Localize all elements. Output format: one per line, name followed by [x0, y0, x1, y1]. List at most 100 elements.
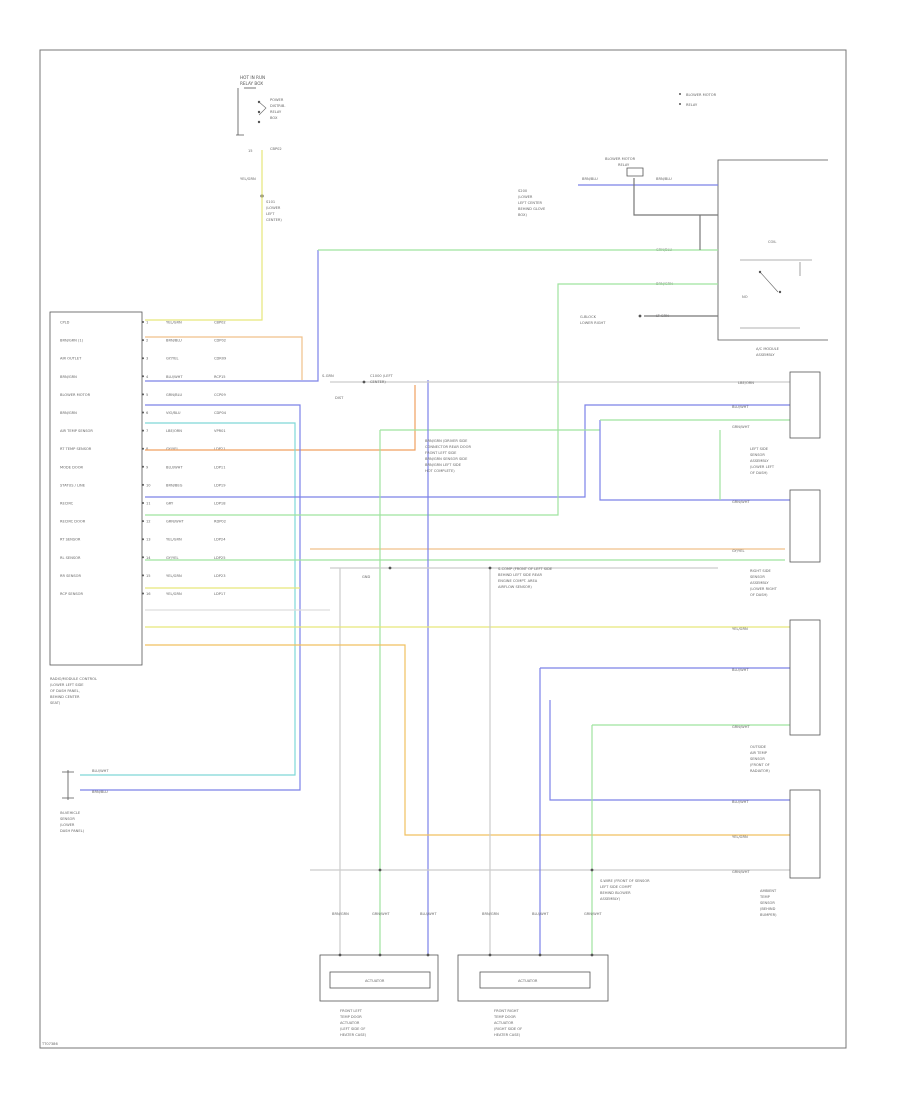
left-pin-label: CPLD — [60, 321, 70, 325]
top-connector-note-3: BOX — [270, 116, 278, 120]
right-sensors: LBE/ORN BLU/WHT GRN/WHT LEFT SIDE SENSOR… — [732, 371, 821, 917]
left-pin-dot — [142, 520, 144, 523]
act1-cap-3: (RIGHT SIDE OF — [494, 1027, 522, 1031]
left-pin-label: MODE DOOR — [60, 465, 84, 469]
left-pin-wire: BLU/WHT — [166, 375, 183, 379]
relay-splice-2: LEFT CENTER — [518, 201, 543, 205]
top-connector-circ: CBP02 — [270, 147, 282, 151]
left-pin-circuit: LDP17 — [214, 592, 226, 596]
s0-cap-3: (LOWER LEFT — [750, 465, 775, 469]
left-pin-dot — [142, 556, 144, 559]
left-caption-3: BEHIND CENTER — [50, 695, 80, 699]
left-pin-number: 13 — [146, 538, 151, 542]
s2-wire-2: GRN/WHT — [732, 725, 750, 729]
s0-wire-0: LBE/ORN — [738, 381, 754, 385]
s1-cap-1: SENSOR — [750, 575, 765, 579]
s2-cap-0: OUTSIDE — [750, 745, 767, 749]
top-splice-1: (LOWER — [266, 206, 281, 210]
bl-wire-0: BLU/WHT — [92, 769, 109, 773]
sensor-box-3 — [789, 789, 821, 879]
act0-cap-0: FRONT LEFT — [340, 1009, 363, 1013]
left-pin-number: 9 — [146, 465, 149, 469]
act0-label: ACTUATOR — [365, 979, 385, 983]
act0-cap-3: (LEFT SIDE OF — [340, 1027, 365, 1031]
s3-wire-1: YEL/GRN — [732, 835, 748, 839]
top-connector-note-0: POWER — [270, 98, 284, 102]
s1-cap-0: RIGHT SIDE — [750, 569, 771, 573]
left-pin-circuit: CBP02 — [214, 321, 226, 325]
left-pin-label: RR SENSOR — [60, 574, 81, 578]
bottom-actuators: ACTUATOR FRONT LEFT TEMP DOOR ACTUATOR (… — [319, 868, 650, 1037]
act1-cap-2: ACTUATOR — [494, 1021, 514, 1025]
left-pin-circuit: LDP11 — [214, 465, 226, 469]
top-splice-2: LEFT — [266, 212, 275, 216]
note-large-0: BRN/GRN (DRIVER SIDE — [425, 439, 468, 443]
sensor-box-0 — [789, 371, 821, 439]
left-pin-dot — [142, 357, 144, 360]
g-label: GND — [362, 575, 370, 579]
bl-wire-1: BRN/BLU — [92, 790, 108, 794]
left-pin-number: 8 — [146, 447, 149, 451]
mid-splice-0: S-GRN — [322, 374, 334, 378]
act1-wire-2: GRN/WHT — [584, 912, 602, 916]
s3-cap-3: (BEHIND — [760, 907, 776, 911]
right-relay: BLOWER MOTOR RELAY S200 (LOWER LEFT CENT… — [518, 157, 828, 357]
act0-cap-2: ACTUATOR — [340, 1021, 360, 1025]
bl-cap-1: SENSOR — [60, 817, 75, 821]
s3-cap-0: AMBIENT — [760, 889, 777, 893]
left-pin-dot — [142, 592, 144, 595]
left-pin-wire: YEL/GRN — [166, 321, 182, 325]
lower-splice-1: BEHIND LEFT SIDE REAR — [498, 573, 542, 577]
left-pin-wire: BRN/BLU — [166, 339, 182, 343]
bottom-note-3: ASSEMBLY) — [600, 897, 621, 901]
left-pin-number: 12 — [146, 520, 151, 524]
s1-cap-4: OF DASH) — [750, 593, 768, 597]
left-pin-dot — [142, 447, 144, 450]
top-connector-note-1: DISTRIB. — [270, 104, 285, 108]
s3-cap-2: SENSOR — [760, 901, 775, 905]
top-connector-title-0: HOT IN RUN — [240, 75, 265, 80]
left-pin-wire: GRY — [166, 502, 174, 506]
s1-wire-0: GRN/WHT — [732, 500, 750, 504]
relay-splice-3: BEHIND GLOVE — [518, 207, 546, 211]
lower-splice-3: AIRFLOW SENSOR) — [498, 585, 532, 589]
s3-wire-0: BLU/WHT — [732, 800, 749, 804]
top-splice-3: CENTER) — [266, 218, 282, 222]
left-pin-number: 16 — [146, 592, 151, 596]
left-pin-label: RECIRC DOOR — [60, 520, 86, 524]
left-caption-2: OF DASH PANEL, — [50, 689, 80, 693]
left-pin-label: BRN/GRN — [60, 375, 77, 379]
left-pin-number: 3 — [146, 357, 148, 361]
left-pin-label: RL SENSOR — [60, 556, 81, 560]
left-pin-label: RCP SENSOR — [60, 592, 83, 596]
act1-cap-4: HEATER CASE) — [494, 1033, 521, 1037]
mid-splice-1: DIST — [335, 396, 344, 400]
left-pin-circuit: VPR01 — [214, 429, 226, 433]
s2-wire-1: BLU/WHT — [732, 668, 749, 672]
left-pin-wire: BLU/WHT — [166, 465, 183, 469]
s1-cap-3: (LOWER RIGHT — [750, 587, 778, 591]
left-pin-circuit: LDP18 — [214, 502, 226, 506]
s0-cap-4: OF DASH) — [750, 471, 768, 475]
left-pin-dot — [142, 429, 144, 432]
note-large-1: CONNECTOR REAR DOOR — [425, 445, 471, 449]
left-caption-0: RADIO/MODULE CONTROL — [50, 677, 97, 681]
left-pin-circuit: LDP24 — [214, 538, 226, 542]
bl-cap-0: IN-VEHICLE — [60, 811, 81, 815]
s0-wire-2: GRN/WHT — [732, 425, 750, 429]
act0-wire-1: GRN/WHT — [372, 912, 390, 916]
s0-cap-2: ASSEMBLY — [750, 459, 769, 463]
relay-splice-0: S200 — [518, 189, 528, 193]
left-pin-dot — [142, 339, 144, 342]
left-pin-number: 5 — [146, 393, 148, 397]
left-pin-wire: GRN/WHT — [166, 520, 184, 524]
relay-caption-0: A/C MODULE — [756, 347, 780, 351]
bl-cap-2: (LOWER — [60, 823, 75, 827]
legend-item-0: BLOWER MOTOR — [686, 93, 717, 97]
legend-item-1: RELAY — [686, 103, 698, 107]
s2-cap-4: RADIATOR) — [750, 769, 770, 773]
relay-splice-1: (LOWER — [518, 195, 533, 199]
relay-internal-label: COIL — [768, 240, 776, 244]
left-pin-circuit: LDP25 — [214, 556, 226, 560]
